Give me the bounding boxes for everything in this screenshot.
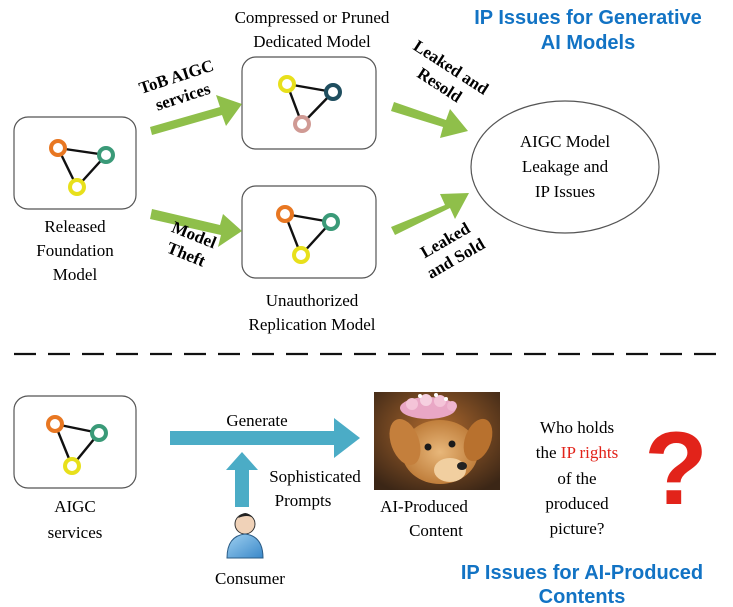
top-title-line2: AI Models: [541, 32, 635, 54]
model-graph-icon: [49, 139, 115, 196]
question-line2-prefix: the: [536, 443, 561, 462]
unauthorized-graph-icon: [276, 205, 340, 264]
ellipse-line2: Leakage and: [522, 157, 609, 176]
compressed-model-label: Compressed or Pruned Dedicated Model: [235, 8, 390, 51]
prompts-label-line1: Sophisticated: [269, 467, 361, 486]
services-label-line1: AIGC: [54, 497, 96, 516]
prompts-label-line2: Prompts: [275, 491, 332, 510]
question-line2: the IP rights: [536, 443, 619, 462]
bottom-title-line1: IP Issues for AI-Produced: [461, 562, 703, 584]
ellipse-line1: AIGC Model: [520, 132, 610, 151]
unauthorized-label-line2: Replication Model: [248, 315, 375, 334]
question-line4: produced: [545, 494, 609, 513]
bottom-title-line2: Contents: [539, 586, 626, 607]
content-label-line2: Content: [409, 521, 463, 540]
generate-label: Generate: [226, 411, 287, 430]
ellipse-line3: IP Issues: [535, 182, 595, 201]
arrow-resold: [391, 102, 468, 138]
bottom-section-title: IP Issues for AI-Produced Contents: [461, 562, 703, 607]
released-model-box: [13, 116, 137, 210]
ip-rights-highlight: IP rights: [561, 443, 618, 462]
sold-label: Leaked and Sold: [417, 218, 488, 282]
arrow-tob: [150, 95, 242, 135]
resold-label: Leaked and Resold: [410, 36, 493, 106]
unauthorized-label-line1: Unauthorized: [266, 291, 359, 310]
consumer-icon: [226, 513, 264, 559]
question-mark-icon: ?: [644, 411, 708, 527]
arrow-prompts: [226, 452, 258, 507]
leakage-ellipse: AIGC Model Leakage and IP Issues: [470, 100, 660, 234]
ip-rights-question: Who holds the IP rights of the produced …: [536, 418, 619, 538]
question-line1: Who holds: [540, 418, 614, 437]
arrow-theft: [150, 209, 242, 247]
released-label-line3: Model: [53, 265, 98, 284]
aigc-services-label: AIGC services: [48, 497, 103, 542]
arrow-generate: [170, 418, 360, 458]
ai-produced-dog-image: [374, 392, 500, 490]
released-model-label: Released Foundation Model: [36, 217, 114, 284]
consumer-label: Consumer: [215, 569, 285, 588]
aigc-graph-icon: [46, 415, 108, 475]
aigc-services-box: [13, 395, 137, 489]
services-label-line2: services: [48, 523, 103, 542]
unauthorized-model-box: [241, 185, 377, 279]
tob-label: ToB AIGC services: [137, 56, 216, 115]
question-line5: picture?: [550, 519, 605, 538]
compressed-graph-icon: [278, 75, 342, 133]
released-label-line2: Foundation: [36, 241, 114, 260]
content-label-line1: AI-Produced: [380, 497, 468, 516]
compressed-model-box: [241, 56, 377, 150]
compressed-label-line1: Compressed or Pruned: [235, 8, 390, 27]
unauthorized-model-label: Unauthorized Replication Model: [248, 291, 375, 334]
released-label-line1: Released: [44, 217, 106, 236]
compressed-label-line2: Dedicated Model: [253, 32, 371, 51]
top-title-line1: IP Issues for Generative: [474, 7, 702, 29]
arrow-sold: [391, 193, 469, 235]
question-line3: of the: [557, 469, 596, 488]
top-section-title: IP Issues for Generative AI Models: [474, 7, 702, 54]
